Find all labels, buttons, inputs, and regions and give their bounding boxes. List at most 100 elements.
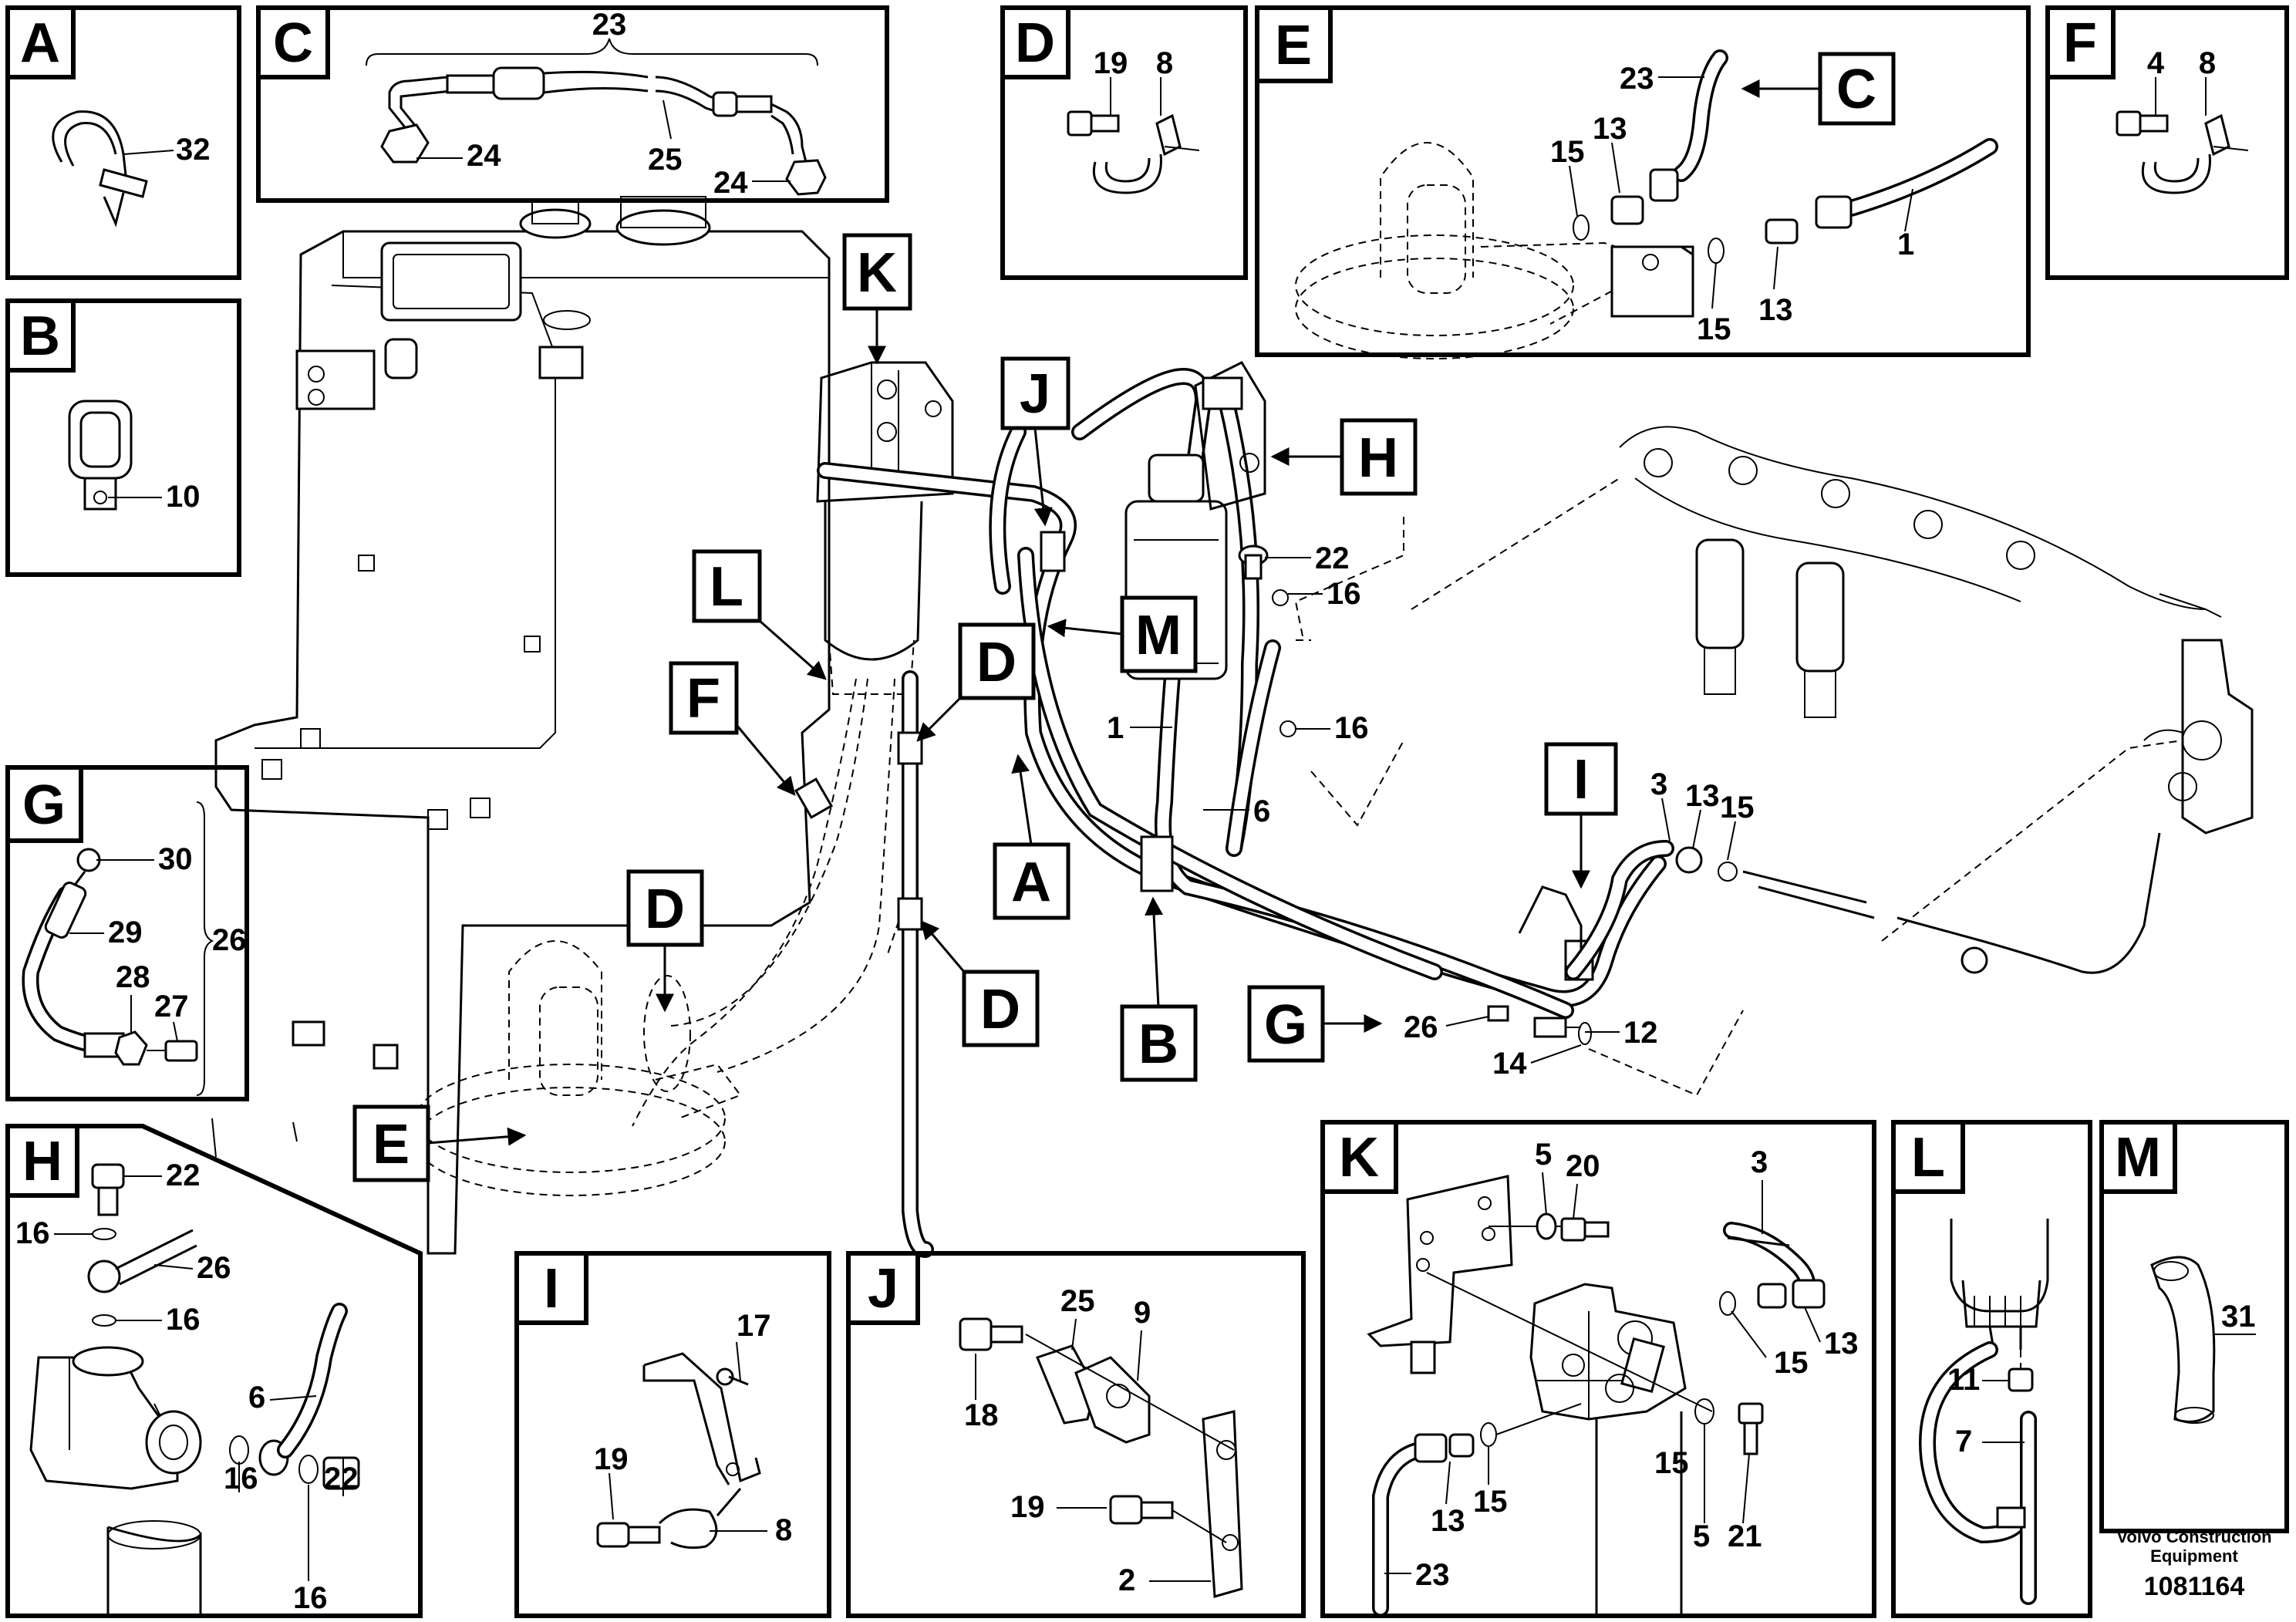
svg-text:E: E: [1275, 15, 1312, 76]
svg-text:M: M: [2115, 1127, 2161, 1189]
part-32: 32: [176, 133, 211, 167]
part-19-I: 19: [594, 1442, 629, 1476]
brand-line2: Equipment: [2150, 1546, 2238, 1566]
part-17-I: 17: [737, 1309, 771, 1343]
part-1-main: 1: [1107, 711, 1124, 745]
part-8-I: 8: [775, 1513, 792, 1547]
tank-filter: [416, 940, 742, 1196]
svg-text:F: F: [686, 668, 720, 730]
part-16-H-d: 16: [293, 1581, 328, 1615]
part-26-main: 26: [1404, 1010, 1438, 1044]
svg-text:J: J: [1020, 363, 1050, 425]
callout-I[interactable]: I: [1544, 742, 1618, 889]
part-16-H-c: 16: [224, 1462, 258, 1496]
svg-text:E: E: [373, 1114, 410, 1175]
callout-L[interactable]: L: [692, 549, 827, 680]
svg-text:G: G: [22, 774, 66, 836]
part-8-D: 8: [1156, 46, 1173, 80]
footer: Volvo Construction Equipment 1081164: [2116, 1527, 2271, 1601]
part-15-E-top: 15: [1550, 135, 1585, 169]
svg-text:K: K: [1339, 1127, 1379, 1189]
part-9-J: 9: [1134, 1296, 1151, 1330]
part-15-K-bottom: 15: [1473, 1485, 1508, 1519]
part-11-L: 11: [1947, 1363, 1980, 1397]
callout-A[interactable]: A: [993, 754, 1070, 920]
svg-text:M: M: [1135, 605, 1182, 666]
panel-J: J 25 9 18 19 2: [846, 1251, 1306, 1618]
part-19-J: 19: [1010, 1490, 1045, 1524]
part-15-main: 15: [1720, 791, 1755, 824]
part-16-main-a: 16: [1327, 577, 1361, 611]
callout-K[interactable]: K: [842, 233, 912, 365]
part-25-J: 25: [1060, 1284, 1095, 1318]
part-22-H-top: 22: [166, 1158, 201, 1192]
part-23-E: 23: [1620, 62, 1654, 96]
svg-text:B: B: [1138, 1013, 1178, 1075]
callout-D-lower-right[interactable]: D: [920, 920, 1040, 1047]
part-3-K: 3: [1751, 1145, 1768, 1179]
svg-text:I: I: [1573, 749, 1589, 811]
main-callouts: K J H L M F D: [352, 233, 1618, 1182]
svg-text:C: C: [273, 12, 313, 74]
part-21-K: 21: [1728, 1519, 1762, 1553]
svg-text:I: I: [544, 1258, 559, 1320]
part-5-K-bottom: 5: [1693, 1519, 1710, 1553]
callout-G[interactable]: G: [1247, 985, 1383, 1063]
part-29-G: 29: [108, 916, 143, 949]
part-6-H: 6: [248, 1381, 265, 1415]
svg-text:D: D: [1015, 12, 1055, 74]
panel-K: K 5 20 3: [1320, 1120, 1876, 1618]
callout-D-upper[interactable]: D: [916, 622, 1036, 742]
callout-D-tank[interactable]: D: [626, 869, 704, 1013]
part-25-C: 25: [648, 143, 683, 177]
ref-C-tag[interactable]: C: [1741, 52, 1896, 126]
part-31-M: 31: [2221, 1300, 2256, 1334]
svg-text:K: K: [857, 242, 897, 304]
part-13-E-bottom: 13: [1758, 293, 1793, 327]
main-assembly: [211, 196, 2254, 1258]
callout-H[interactable]: H: [1270, 418, 1418, 496]
panel-I: I 17 19 8: [514, 1251, 831, 1618]
part-16-H-b: 16: [166, 1303, 201, 1337]
panel-E: E C 23 15 13 1 15 13: [1255, 5, 2031, 359]
part-2-J: 2: [1118, 1563, 1135, 1597]
svg-text:C: C: [1836, 59, 1876, 120]
callout-E[interactable]: E: [352, 1104, 527, 1182]
part-28-G: 28: [116, 960, 150, 994]
callout-J[interactable]: J: [1000, 356, 1070, 527]
part-8-F: 8: [2199, 46, 2216, 80]
clamp-32: [52, 110, 148, 228]
part-1-E: 1: [1897, 228, 1914, 261]
part-15-K-mid: 15: [1654, 1446, 1689, 1480]
callout-B[interactable]: B: [1120, 896, 1198, 1082]
part-7-L: 7: [1955, 1425, 1972, 1458]
valve-block: [816, 361, 954, 695]
document-number: 1081164: [2144, 1572, 2245, 1601]
fuel-pump: [2143, 639, 2254, 835]
part-15-E-bottom: 15: [1697, 312, 1731, 346]
panel-H: H 22 16 26 16 6 16 22 16: [5, 1124, 423, 1618]
callout-M[interactable]: M: [1047, 595, 1198, 673]
panel-B: B 10: [5, 298, 241, 577]
panel-L: L 11 7: [1891, 1120, 2092, 1618]
part-24-C-left: 24: [467, 139, 501, 173]
svg-text:L: L: [710, 556, 743, 618]
part-19-D: 19: [1094, 46, 1128, 80]
part-18-J: 18: [964, 1398, 999, 1432]
svg-text:D: D: [645, 878, 685, 940]
part-13-K-bottom: 13: [1431, 1504, 1465, 1538]
part-24-C-right: 24: [713, 166, 748, 200]
part-6-main: 6: [1253, 794, 1270, 828]
callout-F[interactable]: F: [669, 661, 796, 796]
part-3-main: 3: [1650, 767, 1667, 801]
part-27-G: 27: [154, 990, 189, 1023]
main-part-numbers: 22 16 16 1 6 3 13 15 26 12 14: [1107, 541, 1755, 1081]
engine-injection: [1619, 426, 2222, 718]
brand-line1: Volvo Construction: [2116, 1527, 2271, 1546]
svg-text:F: F: [2063, 12, 2097, 74]
panel-M: M 31: [2099, 1120, 2289, 1533]
part-26-G: 26: [212, 923, 247, 957]
panel-F: F 4 8: [2045, 5, 2289, 280]
svg-text:H: H: [22, 1131, 62, 1192]
